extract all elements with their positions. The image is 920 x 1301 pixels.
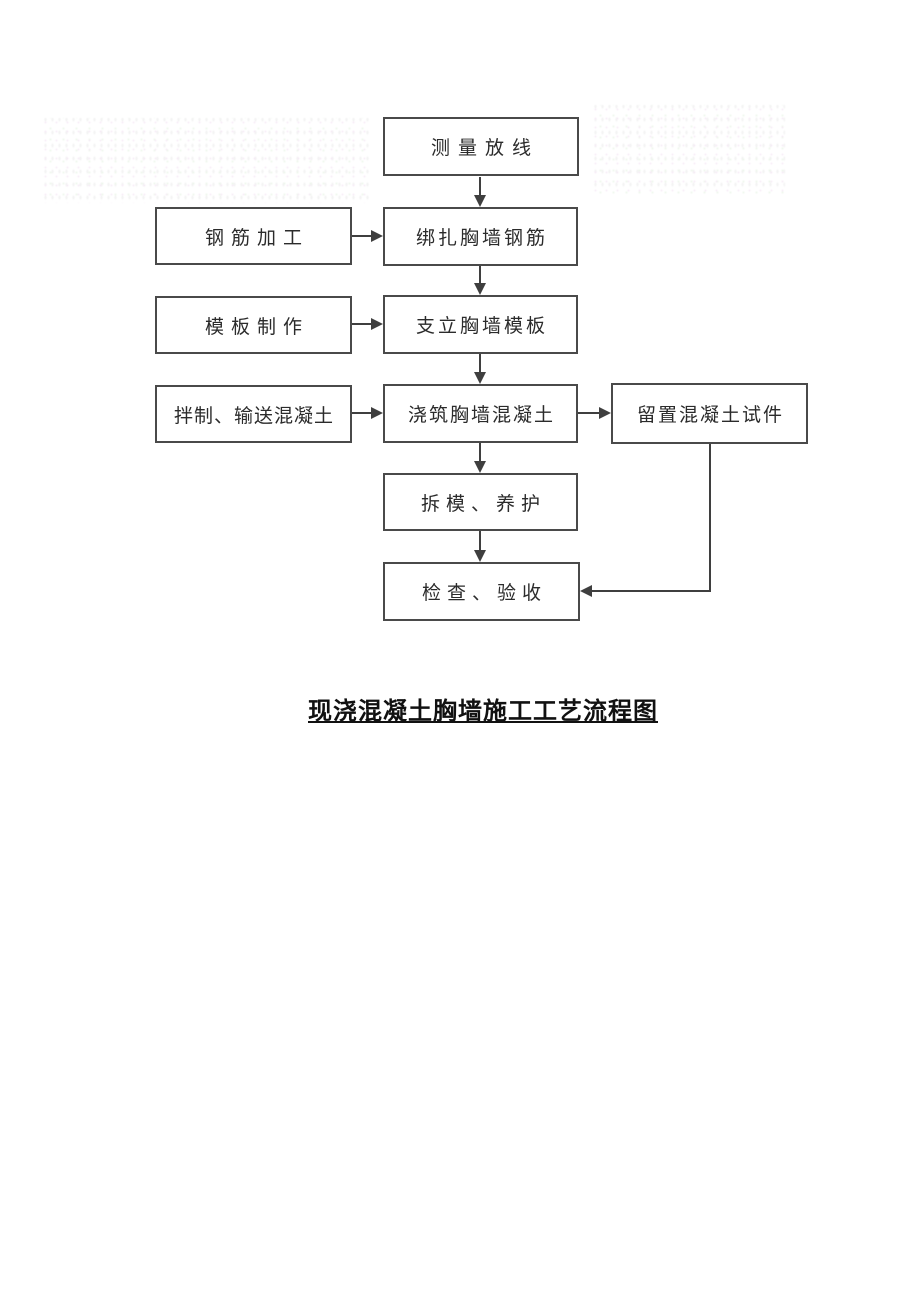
arrow-down-icon: [474, 550, 486, 562]
arrow-right-icon: [371, 407, 383, 419]
arrow-down-icon: [474, 283, 486, 295]
flow-node-rebar-processing: 钢筋加工: [155, 207, 352, 265]
flow-node-strip-formwork-curing: 拆模、养护: [383, 473, 578, 531]
connector-line: [479, 177, 481, 196]
flow-node-erect-breastwall-formwork: 支立胸墙模板: [383, 295, 578, 354]
diagram-title: 现浇混凝土胸墙施工工艺流程图: [308, 699, 658, 725]
connector-line: [592, 590, 711, 592]
connector-line: [352, 412, 372, 414]
arrow-down-icon: [474, 372, 486, 384]
connector-line: [352, 235, 372, 237]
connector-line: [479, 531, 481, 551]
arrow-right-icon: [371, 230, 383, 242]
connector-line: [352, 323, 372, 325]
scan-artifact-left: [40, 118, 370, 203]
arrow-right-icon: [599, 407, 611, 419]
flow-node-inspection-acceptance: 检查、验收: [383, 562, 580, 621]
arrow-down-icon: [474, 461, 486, 473]
flow-node-formwork-fabrication: 模板制作: [155, 296, 352, 354]
arrow-down-icon: [474, 195, 486, 207]
arrow-left-icon: [580, 585, 592, 597]
connector-line: [479, 443, 481, 462]
flow-node-measure-setout: 测量放线: [383, 117, 579, 176]
flow-node-mix-transport-concrete: 拌制、输送混凝土: [155, 385, 352, 443]
scan-artifact-right: [590, 105, 785, 195]
flow-node-pour-breastwall-concrete: 浇筑胸墙混凝土: [383, 384, 578, 443]
connector-line: [479, 354, 481, 373]
flow-node-retain-concrete-specimens: 留置混凝土试件: [611, 383, 808, 444]
flow-node-tie-breastwall-rebar: 绑扎胸墙钢筋: [383, 207, 578, 266]
connector-line: [578, 412, 600, 414]
connector-line: [709, 444, 711, 592]
arrow-right-icon: [371, 318, 383, 330]
connector-line: [479, 266, 481, 284]
